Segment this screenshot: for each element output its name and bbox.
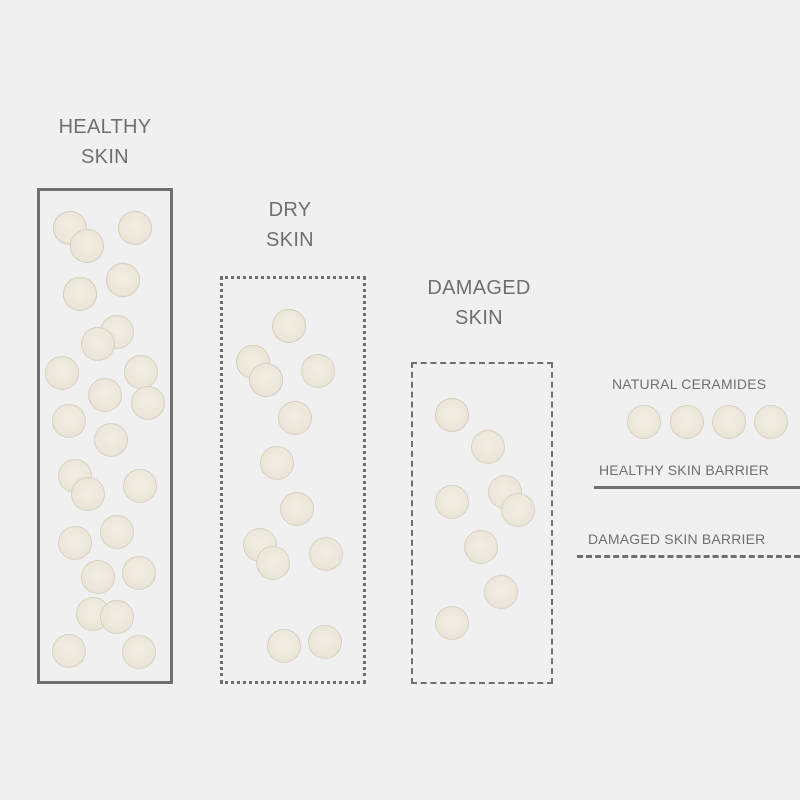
dry-skin-column — [220, 276, 366, 684]
healthy-skin-ceramide — [70, 229, 104, 263]
legend-ceramide — [670, 405, 704, 439]
dry-skin-title-line2: SKIN — [266, 229, 314, 251]
dry-skin-title-line1: DRY — [268, 199, 312, 221]
damaged-skin-ceramide — [435, 398, 469, 432]
dry-skin-ceramide — [272, 309, 306, 343]
healthy-skin-title: HEALTHY SKIN — [38, 112, 172, 172]
legend-ceramide — [712, 405, 746, 439]
dry-skin-ceramide — [280, 492, 314, 526]
damaged-skin-title-line2: SKIN — [455, 307, 503, 329]
dry-skin-ceramide — [309, 537, 343, 571]
damaged-skin-ceramide — [435, 606, 469, 640]
healthy-skin-ceramide — [122, 635, 156, 669]
healthy-skin-ceramide — [124, 355, 158, 389]
healthy-skin-title-line2: SKIN — [81, 146, 129, 168]
legend-ceramide — [627, 405, 661, 439]
healthy-skin-ceramide — [100, 515, 134, 549]
healthy-skin-ceramide — [122, 556, 156, 590]
dry-skin-title: DRY SKIN — [222, 195, 358, 255]
healthy-skin-ceramide — [58, 526, 92, 560]
healthy-skin-title-line1: HEALTHY — [58, 116, 152, 138]
damaged-skin-title-line1: DAMAGED — [427, 277, 531, 299]
dry-skin-ceramide — [301, 354, 335, 388]
healthy-skin-ceramide — [94, 423, 128, 457]
dry-skin-ceramide — [278, 401, 312, 435]
healthy-skin-ceramide — [81, 560, 115, 594]
healthy-skin-column — [37, 188, 173, 684]
healthy-skin-ceramide — [100, 600, 134, 634]
healthy-skin-ceramide — [123, 469, 157, 503]
healthy-skin-barrier-label: HEALTHY SKIN BARRIER — [599, 462, 769, 478]
damaged-skin-ceramide — [435, 485, 469, 519]
healthy-skin-ceramide — [88, 378, 122, 412]
healthy-skin-ceramide — [71, 477, 105, 511]
natural-ceramides-label: NATURAL CERAMIDES — [612, 376, 767, 392]
dry-skin-ceramide — [308, 625, 342, 659]
healthy-skin-ceramide — [63, 277, 97, 311]
healthy-skin-ceramide — [45, 356, 79, 390]
damaged-skin-title: DAMAGED SKIN — [408, 273, 550, 333]
legend-ceramide — [754, 405, 788, 439]
dry-skin-ceramide — [260, 446, 294, 480]
healthy-skin-ceramide — [106, 263, 140, 297]
dry-skin-ceramide — [267, 629, 301, 663]
healthy-skin-barrier-line — [594, 486, 800, 489]
healthy-skin-ceramide — [131, 386, 165, 420]
damaged-skin-ceramide — [501, 493, 535, 527]
dry-skin-ceramide — [249, 363, 283, 397]
damaged-skin-column — [411, 362, 553, 684]
damaged-skin-barrier-label: DAMAGED SKIN BARRIER — [588, 531, 766, 547]
damaged-skin-ceramide — [471, 430, 505, 464]
damaged-skin-barrier-line — [577, 555, 800, 558]
healthy-skin-ceramide — [118, 211, 152, 245]
healthy-skin-ceramide — [81, 327, 115, 361]
healthy-skin-ceramide — [52, 404, 86, 438]
healthy-skin-ceramide — [52, 634, 86, 668]
damaged-skin-ceramide — [464, 530, 498, 564]
damaged-skin-ceramide — [484, 575, 518, 609]
dry-skin-ceramide — [256, 546, 290, 580]
